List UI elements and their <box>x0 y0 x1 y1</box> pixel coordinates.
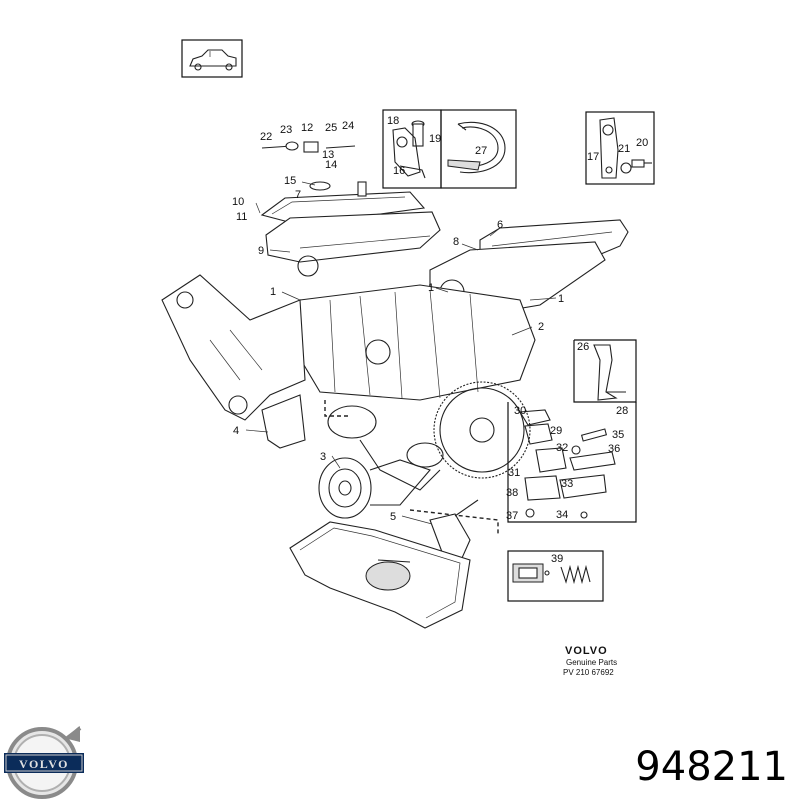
label-1c: 1 <box>558 293 564 305</box>
label-19: 19 <box>429 133 441 145</box>
label-29: 29 <box>550 425 562 437</box>
label-14: 14 <box>325 159 337 171</box>
label-18: 18 <box>387 115 399 127</box>
label-9: 9 <box>258 245 264 257</box>
inset-box-belt <box>440 109 517 189</box>
label-7: 7 <box>295 189 301 201</box>
label-35: 35 <box>612 429 624 441</box>
volvo-logo: VOLVO <box>4 726 84 799</box>
leader-lines <box>245 181 557 525</box>
label-12: 12 <box>301 122 313 134</box>
label-1a: 1 <box>270 286 276 298</box>
top-fasteners <box>255 141 367 214</box>
label-24: 24 <box>342 120 354 132</box>
label-8: 8 <box>453 236 459 248</box>
inset-box-bushing <box>507 550 604 602</box>
label-10: 10 <box>232 196 244 208</box>
label-36: 36 <box>608 443 620 455</box>
label-32: 32 <box>556 442 568 454</box>
inset-box-tensioner <box>382 109 442 189</box>
part-labels: 22 23 12 25 24 13 14 15 7 10 11 9 1 1 1 … <box>232 115 648 565</box>
part-number: 948211 <box>635 744 788 790</box>
genuine-parts-stamp: VOLVO Genuine Parts PV 210 67692 <box>563 645 617 677</box>
label-38: 38 <box>506 487 518 499</box>
label-33: 33 <box>561 478 573 490</box>
label-39: 39 <box>551 553 563 565</box>
label-25: 25 <box>325 122 337 134</box>
label-4: 4 <box>233 425 239 437</box>
car-thumbnail <box>181 39 243 78</box>
label-20: 20 <box>636 137 648 149</box>
label-31: 31 <box>508 467 520 479</box>
label-22: 22 <box>260 131 272 143</box>
label-5: 5 <box>390 511 396 523</box>
inset-box-engine-mounts <box>507 402 637 523</box>
label-16: 16 <box>393 165 405 177</box>
label-17: 17 <box>587 151 599 163</box>
stamp-line-1: Genuine Parts <box>566 658 617 667</box>
label-13: 13 <box>322 149 334 161</box>
label-1b: 1 <box>428 282 434 294</box>
label-11: 11 <box>236 211 247 223</box>
label-26: 26 <box>577 341 589 353</box>
label-34: 34 <box>556 509 568 521</box>
label-15: 15 <box>284 175 296 187</box>
label-3: 3 <box>320 451 326 463</box>
logo-text: VOLVO <box>19 757 69 771</box>
label-27: 27 <box>475 145 487 157</box>
label-28: 28 <box>616 405 628 417</box>
label-2: 2 <box>538 321 544 333</box>
engine-assembly <box>161 191 629 629</box>
label-30: 30 <box>514 405 526 417</box>
stamp-brand: VOLVO <box>565 645 608 657</box>
stamp-line-2: PV 210 67692 <box>563 668 614 677</box>
label-23: 23 <box>280 124 292 136</box>
inset-box-bracket <box>585 111 655 185</box>
label-21: 21 <box>618 143 630 155</box>
label-37: 37 <box>506 510 518 522</box>
label-6: 6 <box>497 219 503 231</box>
